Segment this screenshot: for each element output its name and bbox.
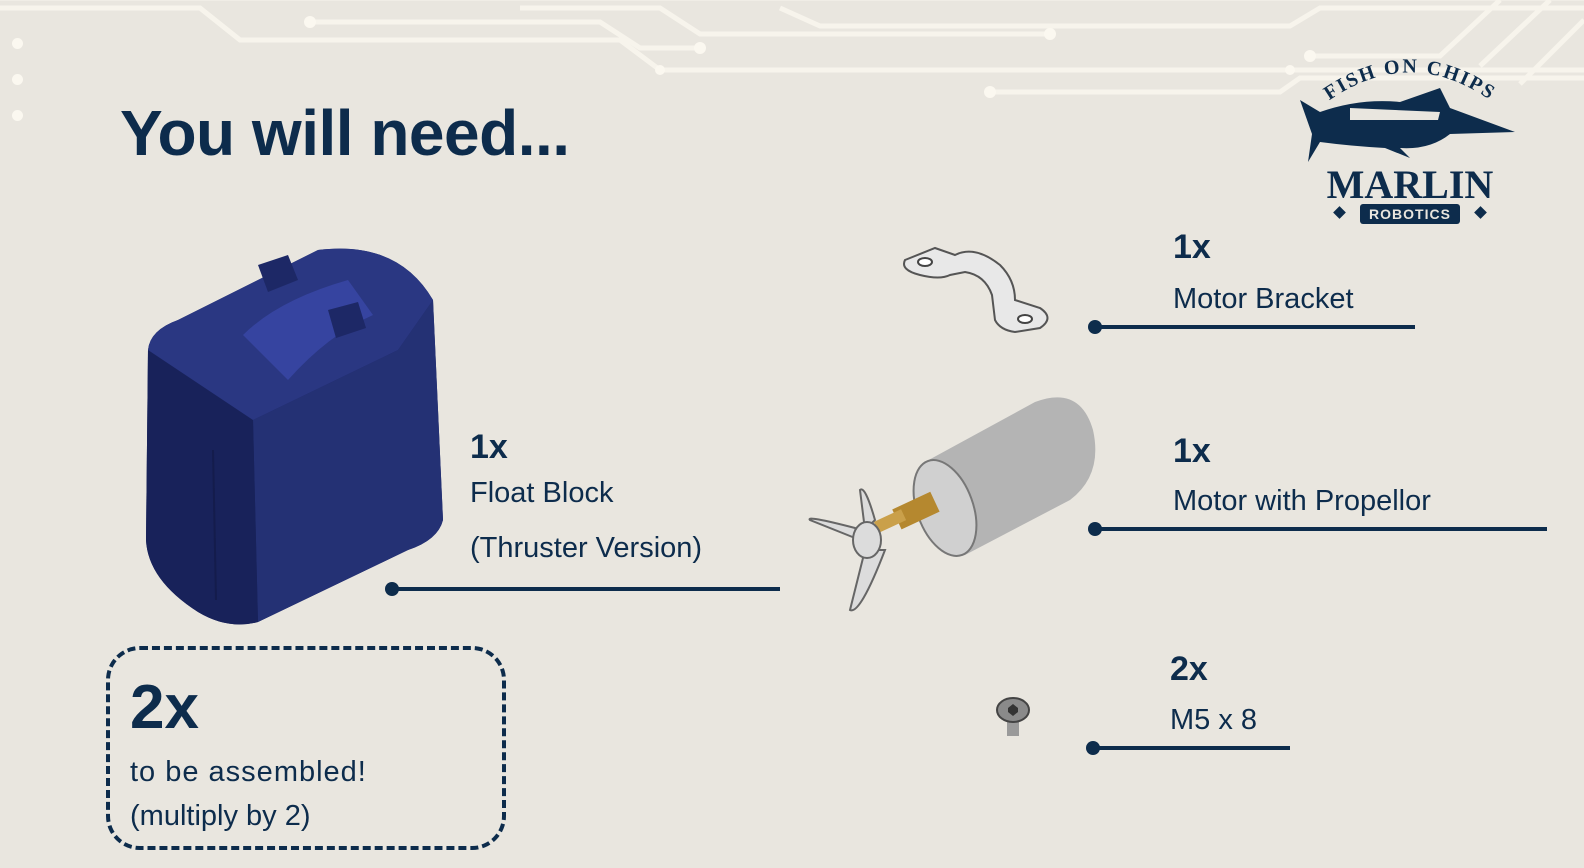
float-block-image bbox=[146, 248, 443, 625]
motor-propellor-qty: 1x bbox=[1173, 432, 1211, 470]
motor-propellor-image bbox=[808, 397, 1096, 612]
dot bbox=[12, 110, 23, 121]
logo-top-text: FISH ON CHIPS bbox=[1320, 55, 1498, 104]
circuit-background bbox=[0, 0, 1584, 98]
motor-propellor-name: Motor with Propellor bbox=[1173, 485, 1431, 517]
screw-leader bbox=[1086, 741, 1290, 755]
logo-brand: MARLIN bbox=[1327, 162, 1494, 207]
motor-propellor-leader bbox=[1088, 522, 1547, 536]
float-block-name: Float Block bbox=[470, 477, 614, 509]
multiplier-box bbox=[106, 646, 506, 850]
motor-bracket-leader bbox=[1088, 320, 1415, 334]
multiplier-line2: (multiply by 2) bbox=[130, 800, 311, 832]
float-block-detail: (Thruster Version) bbox=[470, 532, 703, 564]
marlin-robotics-logo: FISH ON CHIPS MARLIN ROBOTICS bbox=[1300, 55, 1515, 224]
multiplier-line1: to be assembled! bbox=[130, 756, 367, 788]
float-block-qty: 1x bbox=[470, 428, 508, 466]
screw-image bbox=[996, 697, 1030, 736]
page-title: You will need... bbox=[120, 97, 570, 169]
motor-bracket-image bbox=[903, 246, 1049, 334]
dot bbox=[12, 74, 23, 85]
marlin-fish-icon bbox=[1300, 88, 1515, 162]
motor-bracket-qty: 1x bbox=[1173, 228, 1211, 266]
motor-bracket-name: Motor Bracket bbox=[1173, 283, 1354, 315]
logo-sub: ROBOTICS bbox=[1369, 206, 1451, 222]
decorative-dots bbox=[12, 38, 23, 146]
dot bbox=[12, 38, 23, 49]
screw-qty: 2x bbox=[1170, 650, 1208, 688]
float-block-leader bbox=[385, 582, 780, 596]
multiplier-qty: 2x bbox=[130, 673, 199, 742]
screw-name: M5 x 8 bbox=[1170, 704, 1258, 736]
svg-text:FISH ON CHIPS: FISH ON CHIPS bbox=[1320, 55, 1500, 104]
